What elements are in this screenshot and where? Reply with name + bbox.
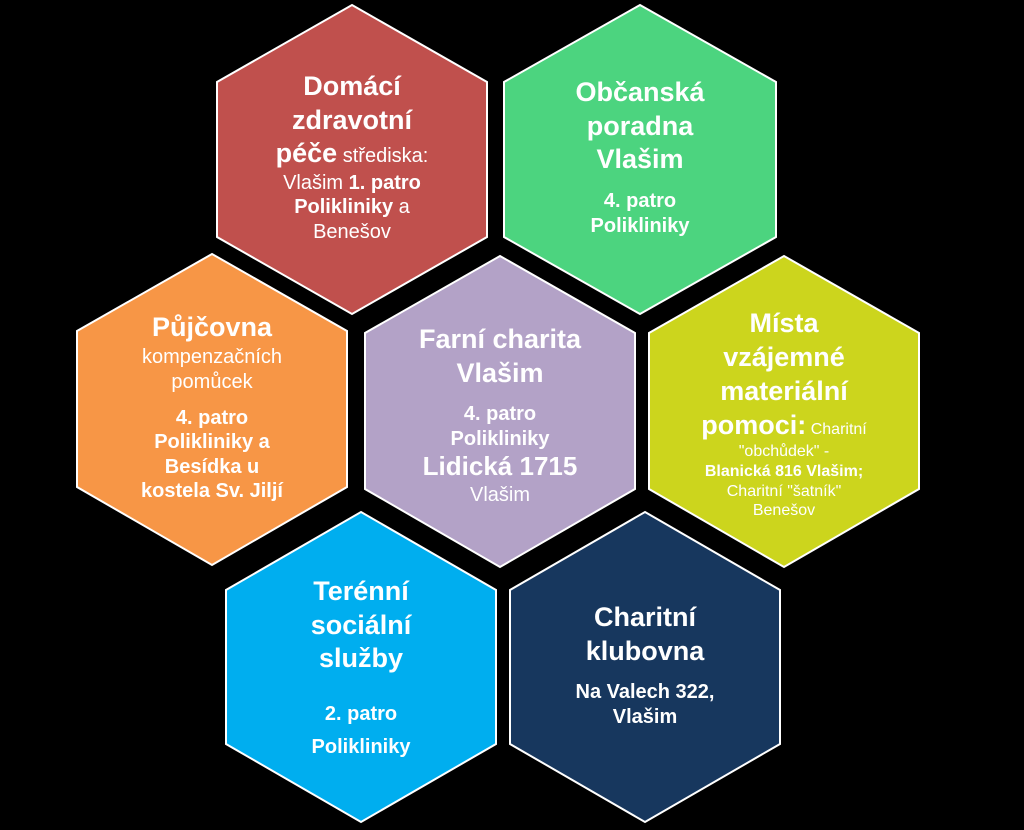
obcanska-address-1: 4. patro: [603, 190, 677, 213]
pujcovna-address-1: 4. patro: [175, 406, 249, 429]
pujcovna-address-4: kostela Sv. Jiljí: [141, 480, 283, 503]
mista-benesov: Benešov: [752, 502, 816, 520]
pujcovna-address-2: Polikliniky a: [154, 431, 270, 454]
domaci-line-4: Vlašim 1. patro: [283, 171, 421, 195]
hex-mista-pomoci: [648, 254, 920, 569]
domaci-polikliniky: Polikliniky: [294, 196, 394, 219]
pujcovna-text: Půjčovna kompenzačních pomůcek 4. patro …: [90, 295, 334, 520]
obcanska-text: Občanská poradna Vlašim 4. patro Polikli…: [519, 62, 761, 252]
mista-title-2: vzájemné: [723, 342, 845, 373]
farni-street: Lidická 1715: [422, 451, 578, 482]
klubovna-title-2: klubovna: [585, 635, 705, 666]
hex-farni-charita: [364, 254, 636, 569]
hex-charitni-klubovna: [509, 510, 781, 824]
terenni-title-2: sociální: [310, 609, 412, 640]
domaci-patro: 1. patro: [348, 172, 421, 195]
farni-address-1: 4. patro: [463, 403, 537, 426]
obcanska-title-3: Vlašim: [596, 144, 684, 175]
mista-line-4: pomoci: Charitní: [701, 409, 866, 443]
domaci-title-1: Domácí: [303, 70, 401, 101]
domaci-line-5: Polikliniky a: [294, 195, 410, 219]
farni-title-2: Vlašim: [456, 357, 544, 388]
domaci-benesov: Benešov: [313, 220, 391, 243]
mista-title-1: Místa: [749, 308, 819, 339]
klubovna-text: Charitní klubovna Na Valech 322, Vlašim: [525, 580, 765, 750]
hex-terenni-sluzby: [225, 510, 497, 824]
mista-title-3: materiální: [720, 375, 848, 406]
farni-text: Farní charita Vlašim 4. patro Poliklinik…: [380, 305, 620, 525]
domaci-strediska: střediska:: [337, 145, 429, 168]
domaci-a: a: [393, 196, 410, 219]
domaci-title-3: péče: [275, 138, 338, 169]
mista-obchudek: "obchůdek" -: [738, 443, 830, 461]
farni-title-1: Farní charita: [418, 323, 582, 354]
mista-charitni: Charitní: [806, 420, 867, 438]
terenni-title-1: Terénní: [313, 575, 409, 606]
farni-city: Vlašim: [469, 483, 530, 506]
domaci-vlasim: Vlašim: [283, 172, 349, 195]
obcanska-title-2: poradna: [586, 110, 694, 141]
mista-satnik: Charitní "šatník": [726, 482, 842, 500]
terenni-address-2: Polikliniky: [311, 735, 411, 758]
mista-text: Místa vzájemné materiální pomoci: Charit…: [660, 300, 908, 528]
pujcovna-address-3: Besídka u: [164, 455, 260, 478]
pujcovna-subtitle-2: pomůcek: [171, 370, 253, 393]
obcanska-title-1: Občanská: [575, 76, 705, 107]
domaci-text: Domácí zdravotní péče střediska: Vlašim …: [232, 52, 472, 262]
pujcovna-subtitle-1: kompenzačních: [141, 346, 283, 369]
mista-title-4: pomoci:: [701, 409, 807, 440]
farni-address-2: Polikliniky: [450, 427, 550, 450]
hex-pujcovna: [76, 252, 348, 567]
obcanska-address-2: Polikliniky: [590, 214, 690, 237]
domaci-title-line-3: péče střediska:: [276, 137, 429, 171]
hex-obcanska-poradna: [503, 3, 777, 316]
klubovna-address-1: Na Valech 322,: [575, 681, 715, 704]
terenni-text: Terénní sociální služby 2. patro Polikli…: [241, 562, 481, 772]
mista-blanicka: Blanická 816 Vlašim;: [704, 462, 864, 480]
klubovna-title-1: Charitní: [593, 601, 696, 632]
pujcovna-title: Půjčovna: [151, 312, 273, 343]
domaci-title-2: zdravotní: [291, 104, 412, 135]
hex-domaci-zdravotni-pece: [216, 3, 488, 316]
terenni-address-1: 2. patro: [324, 703, 398, 726]
terenni-title-3: služby: [318, 643, 404, 674]
klubovna-address-2: Vlašim: [612, 705, 678, 728]
